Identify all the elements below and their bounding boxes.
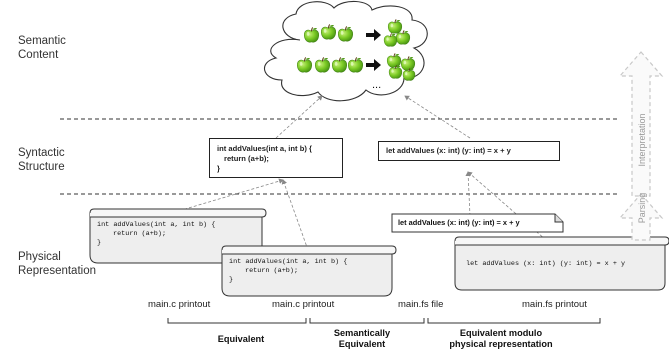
level-label-syntactic: Syntactic Structure xyxy=(18,146,65,174)
caption-c-printout-1: main.c printout xyxy=(148,299,211,310)
group-equivalent-modulo: Equivalent modulo physical representatio… xyxy=(432,328,570,350)
interpretation-label: Interpretation xyxy=(637,113,647,166)
cloud-ellipsis: ... xyxy=(372,79,381,91)
group-brackets xyxy=(167,318,601,324)
caption-c-printout-2: main.c printout xyxy=(272,299,335,310)
fs-file-code: let addValues (x: int) (y: int) = x + y xyxy=(398,218,520,227)
level-label-syntactic-line1: Syntactic xyxy=(18,147,65,159)
level-label-semantic-line2: Content xyxy=(18,49,59,61)
parsing-arrow xyxy=(618,193,664,241)
c1-line2: return (a+b); xyxy=(113,230,167,238)
c2-line3: } xyxy=(229,276,234,284)
scroll-icon xyxy=(89,208,267,264)
c-printout-1-code: int addValues(int a, int b) { return (a+… xyxy=(97,221,215,248)
fs-printout-code: let addValues (x: int) (y: int) = x + y xyxy=(466,260,626,268)
group-semantically-equivalent: Semantically Equivalent xyxy=(322,328,402,350)
syntax-fs-line: let addValues (x: int) (y: int) = x + y xyxy=(386,146,511,155)
level-label-syntactic-line2: Structure xyxy=(18,161,65,173)
group-equivalent: Equivalent xyxy=(217,334,265,344)
level-label-physical-line1: Physical xyxy=(18,251,61,263)
right-arrow-icon xyxy=(366,29,381,41)
c2-line1: int addValues(int a, int b) { xyxy=(229,258,348,266)
right-arrow-icon xyxy=(366,59,381,71)
syntax-box-c: int addValues(int a, int b) { return (a+… xyxy=(209,138,343,178)
c-printout-2-code: int addValues(int a, int b) { return (a+… xyxy=(229,258,347,285)
caption-fs-file: main.fs file xyxy=(398,299,444,310)
c1-line3: } xyxy=(97,239,102,247)
c2-line2: return (a+b); xyxy=(245,267,299,275)
group-sem-line2: Equivalent xyxy=(338,339,386,349)
level-label-semantic: Semantic Content xyxy=(18,34,66,62)
group-mod-line1: Equivalent modulo xyxy=(459,328,543,338)
document-icon xyxy=(391,213,564,233)
group-sem-line1: Semantically xyxy=(333,328,391,338)
c1-line1: int addValues(int a, int b) { xyxy=(97,221,216,229)
scroll-icon xyxy=(454,236,669,291)
syntax-box-fs: let addValues (x: int) (y: int) = x + y xyxy=(378,141,560,161)
caption-fs-printout: main.fs printout xyxy=(522,299,587,310)
level-label-semantic-line1: Semantic xyxy=(18,35,66,47)
level-label-physical: Physical Representation xyxy=(18,250,96,278)
scroll-icon xyxy=(221,245,397,297)
syntax-c-line3: } xyxy=(217,164,220,173)
syntax-c-line2: return (a+b); xyxy=(224,154,269,163)
syntax-c-line1: int addValues(int a, int b) { xyxy=(217,144,312,153)
parsing-label: Parsing xyxy=(637,193,647,224)
level-label-physical-line2: Representation xyxy=(18,265,96,277)
cloud-icon xyxy=(264,0,428,102)
group-mod-line2: physical representation xyxy=(449,339,553,349)
interpretation-arrow xyxy=(618,51,664,197)
